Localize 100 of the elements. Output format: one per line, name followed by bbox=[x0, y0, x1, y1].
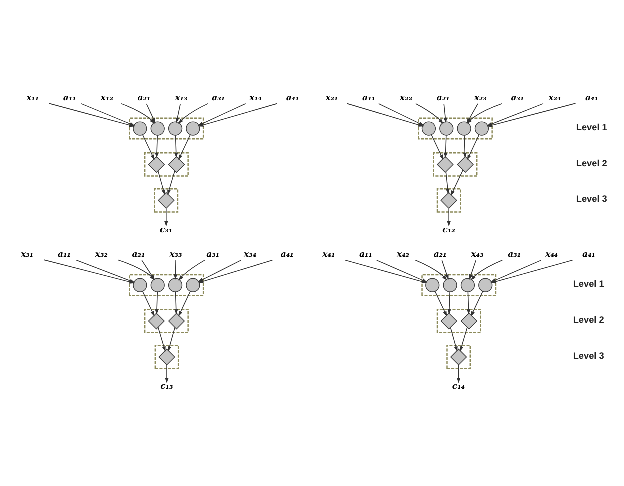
node-circle bbox=[150, 122, 165, 136]
arrow bbox=[174, 292, 178, 315]
node-circle bbox=[478, 278, 493, 292]
node-text: x₃₁ bbox=[21, 250, 34, 260]
node-text: c₃₁ bbox=[160, 225, 173, 236]
arrow bbox=[447, 208, 451, 227]
node-diamond bbox=[158, 192, 175, 210]
node-text: a₃₁ bbox=[508, 250, 522, 260]
node-text: a₃₁ bbox=[511, 93, 524, 104]
node-circle bbox=[168, 278, 183, 292]
arrow bbox=[158, 170, 166, 196]
arrow bbox=[451, 170, 464, 196]
node-circle bbox=[133, 122, 148, 136]
node-circle bbox=[186, 122, 200, 136]
node-text: x₁₄ bbox=[250, 93, 262, 104]
node-text: x₄₃ bbox=[471, 250, 484, 260]
arrow bbox=[158, 327, 166, 352]
node-text: x₃₃ bbox=[170, 250, 182, 260]
node-text: c₁₃ bbox=[160, 382, 174, 392]
node-text: x₄₁ bbox=[322, 250, 336, 260]
arrow bbox=[463, 135, 467, 158]
node-text: x₁₃ bbox=[175, 93, 188, 104]
node-circle bbox=[426, 278, 440, 292]
node-diamond bbox=[440, 192, 458, 210]
arrow bbox=[174, 260, 178, 280]
node-text: x₁₂ bbox=[100, 93, 114, 104]
arrow bbox=[146, 104, 156, 124]
arrow bbox=[471, 291, 484, 317]
node-text: a₂₁ bbox=[434, 250, 447, 260]
arrow bbox=[155, 292, 159, 315]
arrow bbox=[174, 135, 178, 158]
arrow bbox=[178, 134, 191, 160]
arrow bbox=[120, 103, 155, 124]
arrow bbox=[168, 170, 176, 196]
label: Level 3 bbox=[573, 350, 604, 361]
arrow bbox=[164, 208, 168, 227]
arrow bbox=[142, 291, 155, 317]
node-circle bbox=[150, 278, 165, 292]
node-text: x₄₂ bbox=[396, 250, 410, 260]
node-text: a₁₁ bbox=[360, 250, 373, 260]
node-circle bbox=[440, 122, 454, 136]
arrow bbox=[178, 103, 209, 124]
node-circle bbox=[133, 278, 148, 292]
node-text: x₃₂ bbox=[95, 250, 108, 260]
arrow bbox=[442, 260, 449, 280]
arrow bbox=[446, 172, 450, 195]
node-diamond bbox=[168, 312, 186, 330]
arrow bbox=[168, 327, 176, 352]
node-text: x₃₄ bbox=[244, 250, 257, 260]
node-diamond bbox=[450, 348, 468, 366]
node-text: x₂₄ bbox=[548, 93, 562, 104]
node-text: a₂₁ bbox=[138, 93, 151, 104]
node-text: a₄₁ bbox=[286, 93, 300, 104]
arrow bbox=[176, 104, 182, 124]
node-text: a₄₁ bbox=[280, 250, 294, 260]
node-text: c₁₄ bbox=[452, 382, 466, 392]
node-text: c₁₂ bbox=[442, 225, 456, 236]
node-text: x₂₃ bbox=[474, 93, 487, 104]
label: Level 1 bbox=[576, 122, 608, 132]
arrow bbox=[444, 135, 448, 158]
node-text: a₃₁ bbox=[206, 250, 220, 260]
arrow bbox=[415, 260, 448, 281]
label: Level 2 bbox=[573, 314, 604, 325]
arrow bbox=[450, 327, 458, 352]
node-text: a₄₁ bbox=[582, 250, 596, 260]
node-diamond bbox=[168, 156, 186, 174]
arrow bbox=[470, 260, 476, 280]
node-text: a₂₁ bbox=[436, 93, 450, 104]
arrow bbox=[178, 260, 206, 281]
arrow bbox=[456, 365, 461, 384]
node-text: a₁₁ bbox=[58, 250, 71, 260]
node-text: x₂₁ bbox=[326, 93, 338, 104]
arrow bbox=[434, 291, 448, 317]
label: Level 1 bbox=[573, 278, 604, 289]
label: Level 3 bbox=[576, 194, 608, 204]
node-text: a₄₁ bbox=[586, 93, 599, 104]
arrow bbox=[155, 135, 159, 158]
arrow bbox=[460, 327, 468, 352]
arrow bbox=[142, 134, 155, 160]
node-diamond bbox=[148, 312, 166, 330]
node-text: a₃₁ bbox=[212, 93, 226, 104]
node-diamond bbox=[158, 348, 176, 366]
node-text: a₁₁ bbox=[63, 93, 76, 104]
arrow bbox=[470, 260, 503, 281]
node-text: x₂₂ bbox=[400, 93, 413, 104]
node-text: a₁₁ bbox=[362, 93, 376, 104]
node-circle bbox=[186, 278, 200, 292]
node-diamond bbox=[148, 156, 166, 174]
arrow bbox=[448, 292, 452, 315]
label: Level 2 bbox=[576, 158, 608, 168]
node-diamond bbox=[440, 312, 458, 330]
node-circle bbox=[474, 122, 490, 136]
arrow bbox=[416, 104, 444, 124]
arrow bbox=[165, 365, 169, 384]
node-diamond bbox=[457, 156, 474, 174]
node-circle bbox=[460, 278, 476, 292]
node-circle bbox=[443, 278, 458, 292]
node-text: a₂₁ bbox=[132, 250, 146, 260]
arrow bbox=[431, 134, 444, 160]
node-circle bbox=[422, 122, 436, 136]
